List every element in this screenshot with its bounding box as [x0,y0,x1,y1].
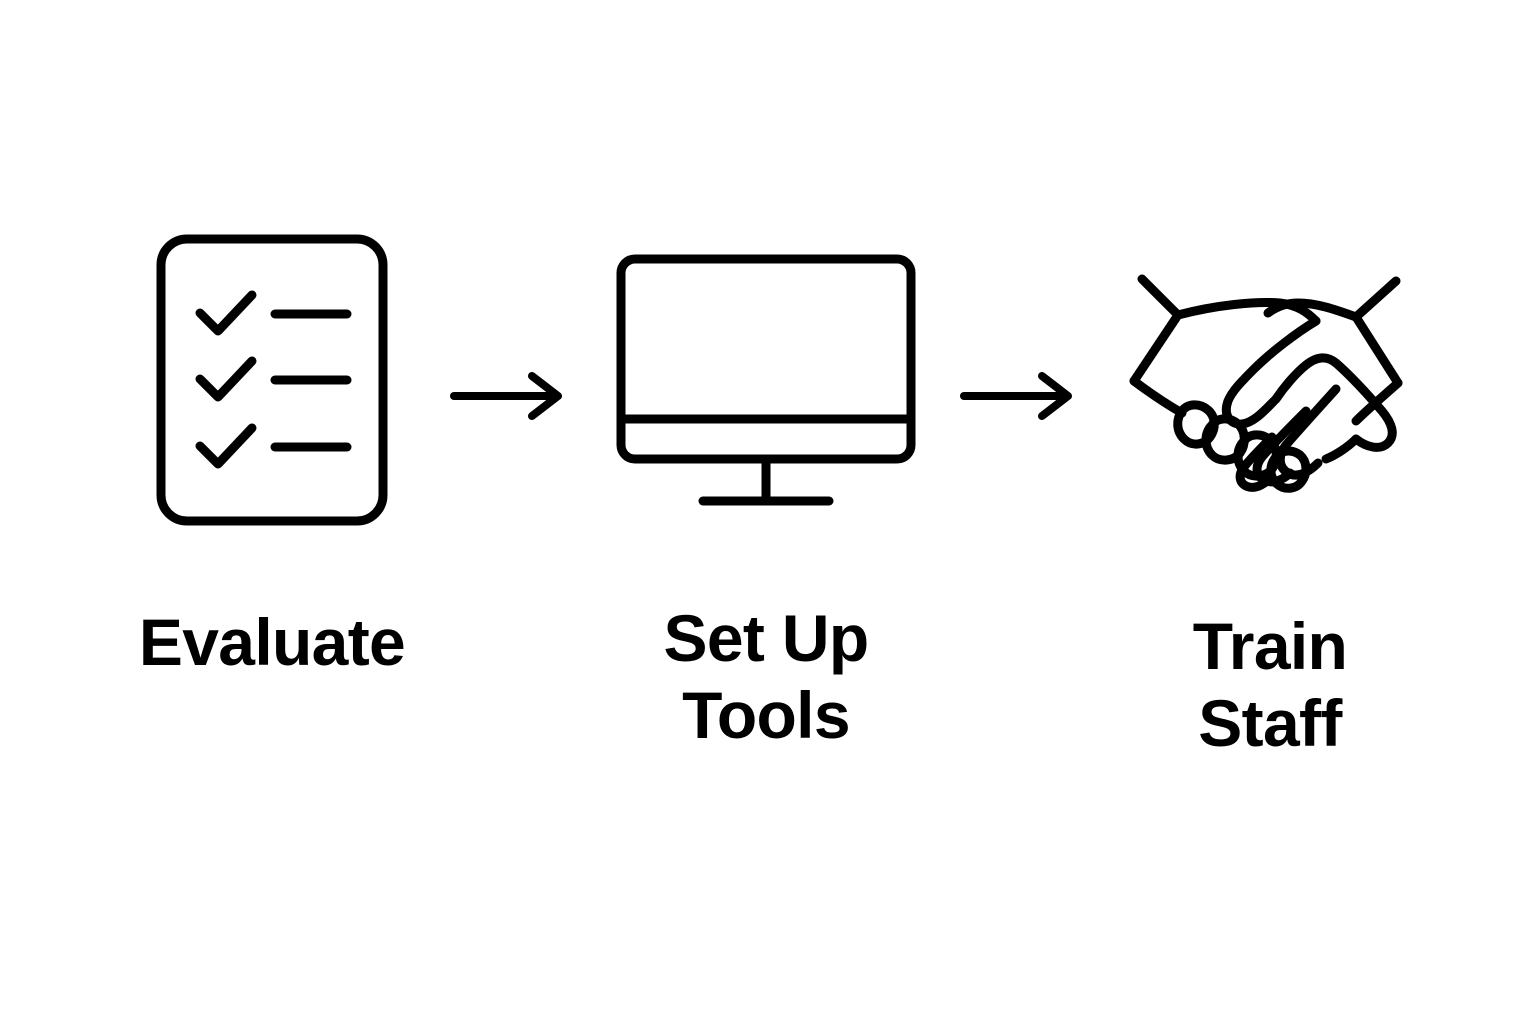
step-label-evaluate: Evaluate [138,605,406,679]
handshake-icon-slot [1110,230,1430,530]
process-step-set-up-tools[interactable]: Set Up Tools [586,230,946,790]
connector-arrow-1 [448,368,568,424]
monitor-icon [616,254,916,506]
process-step-evaluate[interactable]: Evaluate [92,230,452,790]
handshake-icon [1129,274,1403,493]
connector-arrow-2 [958,368,1078,424]
arrow-right-icon [960,372,1072,420]
checklist-icon [156,234,388,526]
step-label-train-staff: Train Staff [1192,609,1348,760]
arrow-right-icon [450,372,562,420]
step-label-set-up-tools: Set Up Tools [663,601,869,752]
process-step-train-staff[interactable]: Train Staff [1090,230,1450,790]
monitor-icon-slot [606,230,926,530]
checklist-icon-slot [112,230,432,530]
